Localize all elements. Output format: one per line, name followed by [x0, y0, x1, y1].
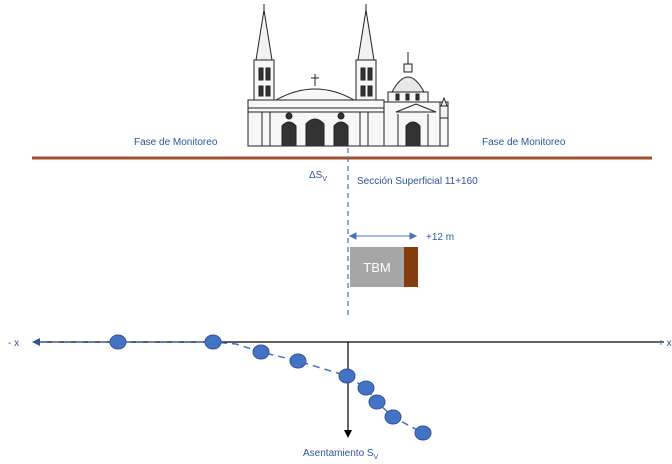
settlement-point [109, 334, 127, 350]
settlement-axis-arrowhead [344, 430, 352, 438]
settlement-point [338, 368, 356, 384]
settlement-point [357, 380, 375, 396]
settlement-point [414, 425, 432, 441]
tbm-machine: TBM [350, 247, 418, 287]
left-phase-label: Fase de Monitoreo [134, 137, 218, 148]
right-phase-label: Fase de Monitoreo [482, 137, 566, 148]
settlement-label: Asentamiento SV [303, 448, 379, 461]
settlement-point [384, 409, 402, 425]
x-negative-label: - x [8, 338, 19, 349]
settlement-point [289, 353, 307, 369]
offset-label: +12 m [426, 232, 454, 243]
x-positive-label: + x [658, 338, 672, 349]
x-axis-left-arrowhead [32, 338, 40, 346]
settlement-point [368, 394, 386, 410]
tbm-label: TBM [363, 260, 390, 275]
section-label: Sección Superficial 11+160 [357, 176, 478, 187]
settlement-point [252, 344, 270, 360]
cathedral-illustration [247, 4, 449, 147]
delta-settlement-label: ΔSV [309, 170, 327, 183]
settlement-point [204, 334, 222, 350]
offset-dimension-arrow [348, 232, 418, 240]
settlement-points [109, 334, 432, 441]
